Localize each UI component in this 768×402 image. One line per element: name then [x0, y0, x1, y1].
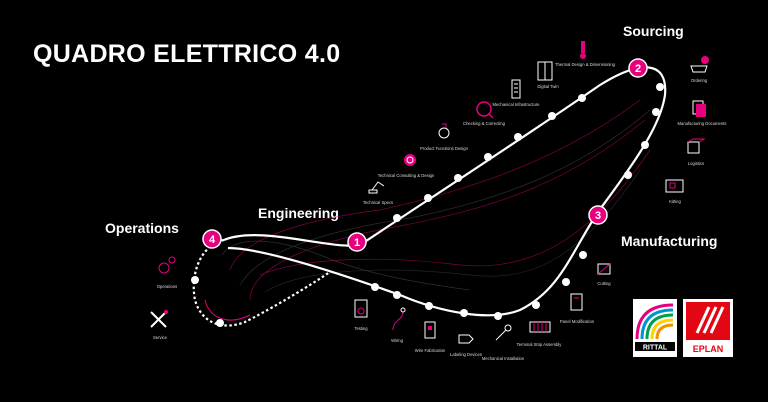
step-label: Operations: [157, 284, 177, 289]
page-title: QUADRO ELETTRICO 4.0: [33, 40, 341, 68]
step-label: Wire Fabrication: [415, 348, 446, 353]
step-label: Mechanical Installation: [482, 356, 525, 361]
step-dot: [652, 108, 660, 116]
step-dot: [641, 141, 649, 149]
step-dot: [393, 214, 401, 222]
rittal-logo: RITTAL: [633, 299, 677, 357]
track-left-loop: [192, 238, 331, 327]
phase-number-3: 3: [595, 210, 601, 222]
wire-machine-icon: [424, 321, 436, 339]
step-label: Digital Twin: [537, 84, 559, 89]
phase-label-manufacturing: Manufacturing: [621, 233, 718, 249]
panel-icon: [570, 293, 583, 311]
step-dot: [532, 301, 540, 309]
step-label: Cutting: [597, 281, 611, 286]
thermometer-icon: [580, 41, 586, 59]
step-dots: [191, 83, 664, 327]
handshake-icon: [404, 154, 416, 166]
step-dot: [425, 302, 433, 310]
step-dot: [578, 94, 586, 102]
step-label: Manufacturing Documents: [678, 121, 727, 126]
phase-label-operations: Operations: [105, 220, 179, 236]
phase-label-engineering: Engineering: [258, 205, 339, 221]
digital-twin-icon: [537, 61, 553, 81]
step-dot: [548, 112, 556, 120]
inner-swirl-lines: [221, 99, 651, 301]
step-label: Technical Consulting & Design: [378, 173, 435, 178]
step-label: Technical Specs: [363, 200, 393, 205]
box-icon: [687, 138, 706, 154]
phase-number-2: 2: [635, 63, 641, 75]
wrench-icon: [495, 324, 512, 341]
step-label: Testing: [354, 326, 368, 331]
magnifier-check-icon: [476, 101, 494, 119]
phase-label-sourcing: Sourcing: [623, 23, 684, 39]
eplan-wordmark: EPLAN: [693, 344, 724, 354]
step-label: Panel Modification: [560, 319, 595, 324]
track-pink-trail: [204, 299, 251, 321]
settings-dial-icon: [438, 123, 450, 139]
step-label: Logistics: [688, 161, 704, 166]
gears-icon: [158, 256, 176, 274]
step-label: Checking & Correcting: [463, 121, 506, 126]
step-label: Mechanical Infrastructure: [492, 102, 540, 107]
swirl-line: [221, 240, 471, 291]
terminal-strip-icon: [529, 321, 551, 333]
step-dot: [371, 283, 379, 291]
step-label: Wiring: [391, 338, 404, 343]
step-dot: [494, 312, 502, 320]
step-label: Labeling Devices: [450, 352, 482, 357]
kitting-icon: [665, 179, 684, 193]
phase-number-1: 1: [354, 237, 360, 249]
swirl-line: [264, 169, 641, 293]
eplan-logo: EPLAN: [683, 299, 733, 357]
step-dot: [562, 278, 570, 286]
phase-marker-4: 4: [202, 229, 222, 249]
step-dot: [424, 194, 432, 202]
tools-icon: [150, 310, 168, 328]
step-label: Ordering: [691, 78, 708, 83]
step-dot: [514, 133, 522, 141]
eplan-logo-graphic: EPLAN: [686, 302, 730, 354]
phase-number-4: 4: [209, 234, 216, 246]
rittal-logo-graphic: RITTAL: [635, 303, 675, 352]
step-dot: [454, 174, 462, 182]
swirl-line: [249, 119, 646, 301]
phase-marker-2: 2: [628, 58, 648, 78]
step-dot: [191, 276, 199, 284]
step-label: Product Functions Design: [420, 146, 469, 151]
step-dot: [216, 319, 224, 327]
step-dot: [624, 171, 632, 179]
step-label: Service: [153, 335, 168, 340]
step-dot: [393, 291, 401, 299]
step-label: Thermal Design & Dimensioning: [555, 62, 616, 67]
rittal-wordmark: RITTAL: [643, 345, 668, 352]
multimeter-icon: [354, 299, 368, 318]
cart-icon: [690, 56, 709, 73]
robot-arm-icon: [368, 181, 385, 194]
swirl-line: [229, 99, 641, 271]
step-dot: [656, 83, 664, 91]
cable-icon: [392, 307, 406, 331]
label-icon: [458, 334, 474, 344]
swirl-line: [239, 109, 651, 286]
step-label: Kitting: [669, 199, 681, 204]
cutting-icon: [597, 263, 611, 275]
phase-marker-1: 1: [347, 232, 367, 252]
step-dot: [484, 153, 492, 161]
documents-icon: [692, 100, 706, 117]
rack-icon: [511, 79, 521, 99]
phase-marker-3: 3: [588, 205, 608, 225]
step-dot: [579, 251, 587, 259]
step-label: Terminal Strip Assembly: [517, 342, 563, 347]
step-dot: [460, 309, 468, 317]
main-track: [223, 66, 667, 317]
